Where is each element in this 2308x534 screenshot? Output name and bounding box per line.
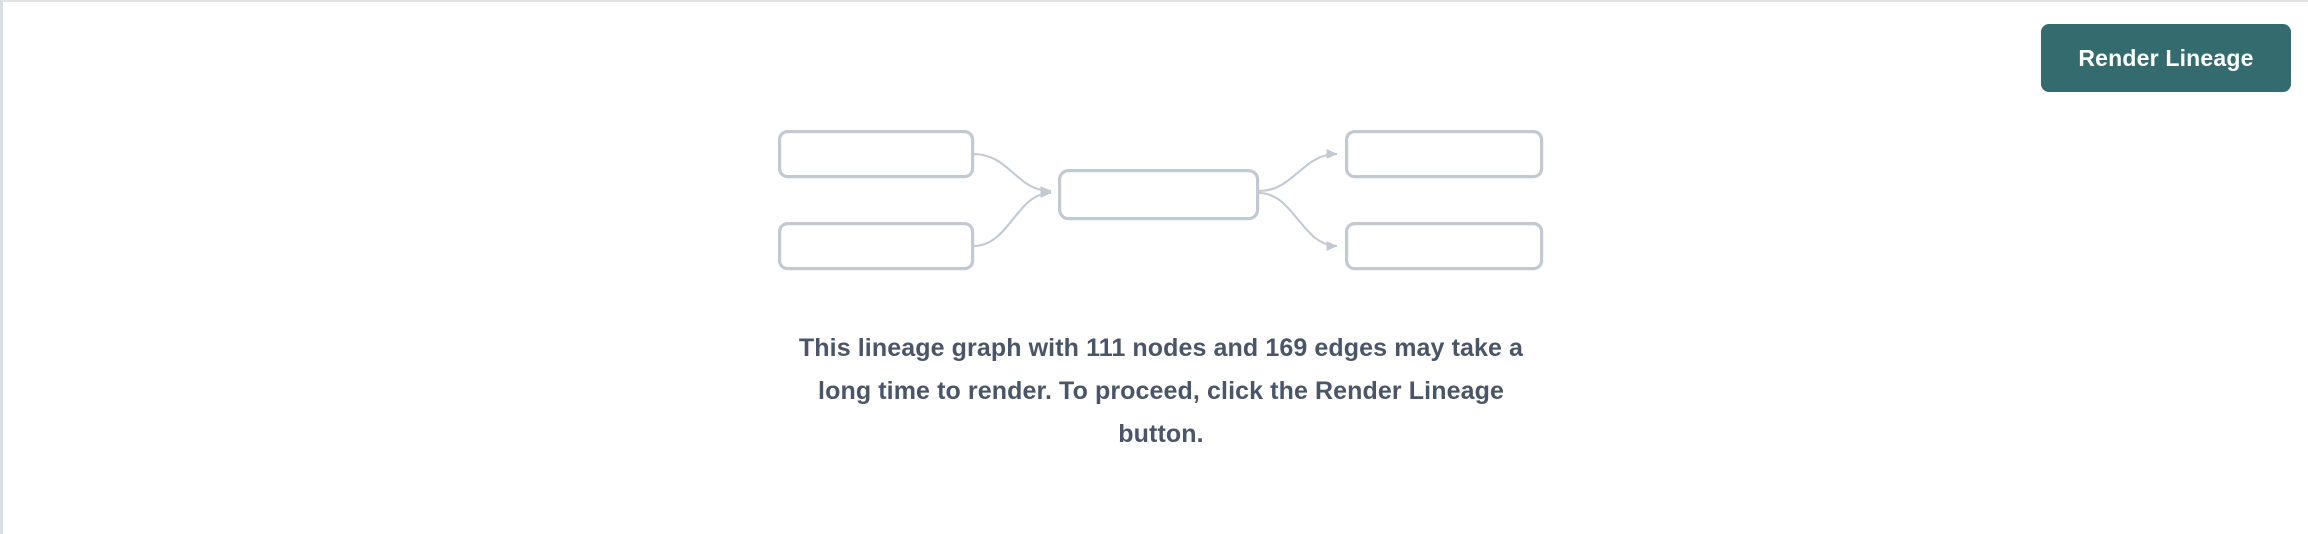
lineage-graph-placeholder-illustration [778,130,1544,271]
lineage-empty-state: This lineage graph with 111 nodes and 16… [778,130,1544,456]
placeholder-node-upstream-2 [778,221,975,271]
edge-focus-to-downstream-1 [1258,149,1338,193]
edge-group-upstream [972,152,1052,248]
placeholder-node-focus [1058,168,1260,221]
placeholder-node-upstream-1 [778,130,975,179]
edge-upstream-2-to-focus [972,188,1052,248]
edge-focus-to-downstream-2 [1258,191,1338,251]
lineage-empty-state-message: This lineage graph with 111 nodes and 16… [798,334,1524,448]
placeholder-node-downstream-2 [1344,221,1544,271]
edge-group-downstream [1258,149,1338,251]
placeholder-node-downstream-1 [1344,130,1544,179]
render-lineage-button[interactable]: Render Lineage [2041,24,2291,92]
edge-upstream-1-to-focus [972,152,1052,196]
